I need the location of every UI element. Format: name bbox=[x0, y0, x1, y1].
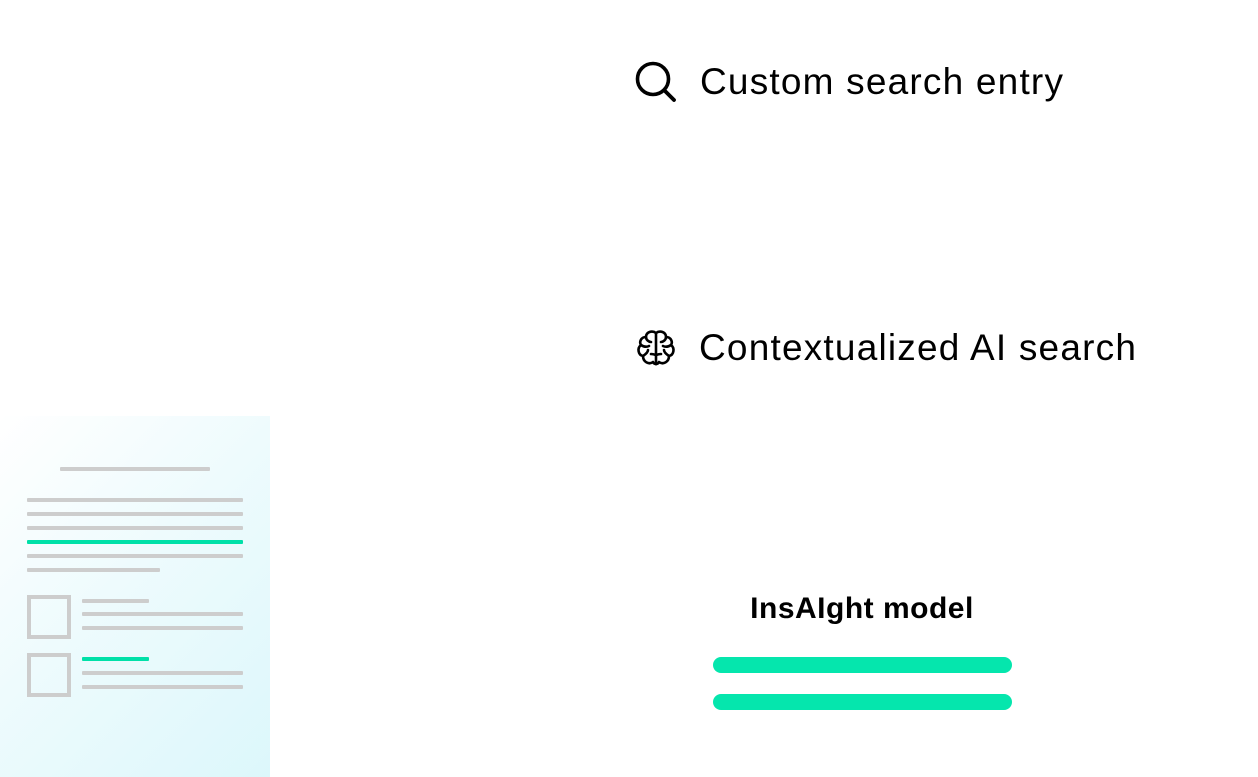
doc-highlight-line bbox=[82, 657, 149, 661]
doc-text-line bbox=[27, 512, 243, 516]
doc-highlight-line bbox=[27, 540, 243, 544]
feature-label-ai: Contextualized AI search bbox=[699, 327, 1138, 368]
feature-custom-search: Custom search entry bbox=[634, 58, 1064, 106]
doc-text-line bbox=[82, 626, 243, 630]
model-bar bbox=[713, 657, 1012, 673]
doc-text-line bbox=[82, 671, 243, 675]
doc-checkbox bbox=[27, 595, 71, 639]
model-bar bbox=[713, 694, 1012, 710]
doc-text-line bbox=[27, 526, 243, 530]
doc-text-line bbox=[82, 599, 149, 603]
feature-ai-search: Contextualized AI search bbox=[636, 324, 1137, 372]
model-card: InsAIght model bbox=[712, 592, 1012, 710]
feature-label-search: Custom search entry bbox=[700, 61, 1065, 102]
search-icon bbox=[634, 60, 678, 104]
doc-text-line bbox=[82, 685, 243, 689]
doc-text-line bbox=[82, 612, 243, 616]
doc-text-line bbox=[27, 554, 243, 558]
doc-checkbox bbox=[27, 653, 71, 697]
document-illustration bbox=[0, 416, 270, 777]
doc-text-line bbox=[27, 498, 243, 502]
doc-text-line bbox=[27, 568, 160, 572]
model-title: InsAIght model bbox=[750, 592, 974, 625]
doc-heading-line bbox=[60, 467, 210, 471]
brain-icon bbox=[636, 328, 676, 368]
